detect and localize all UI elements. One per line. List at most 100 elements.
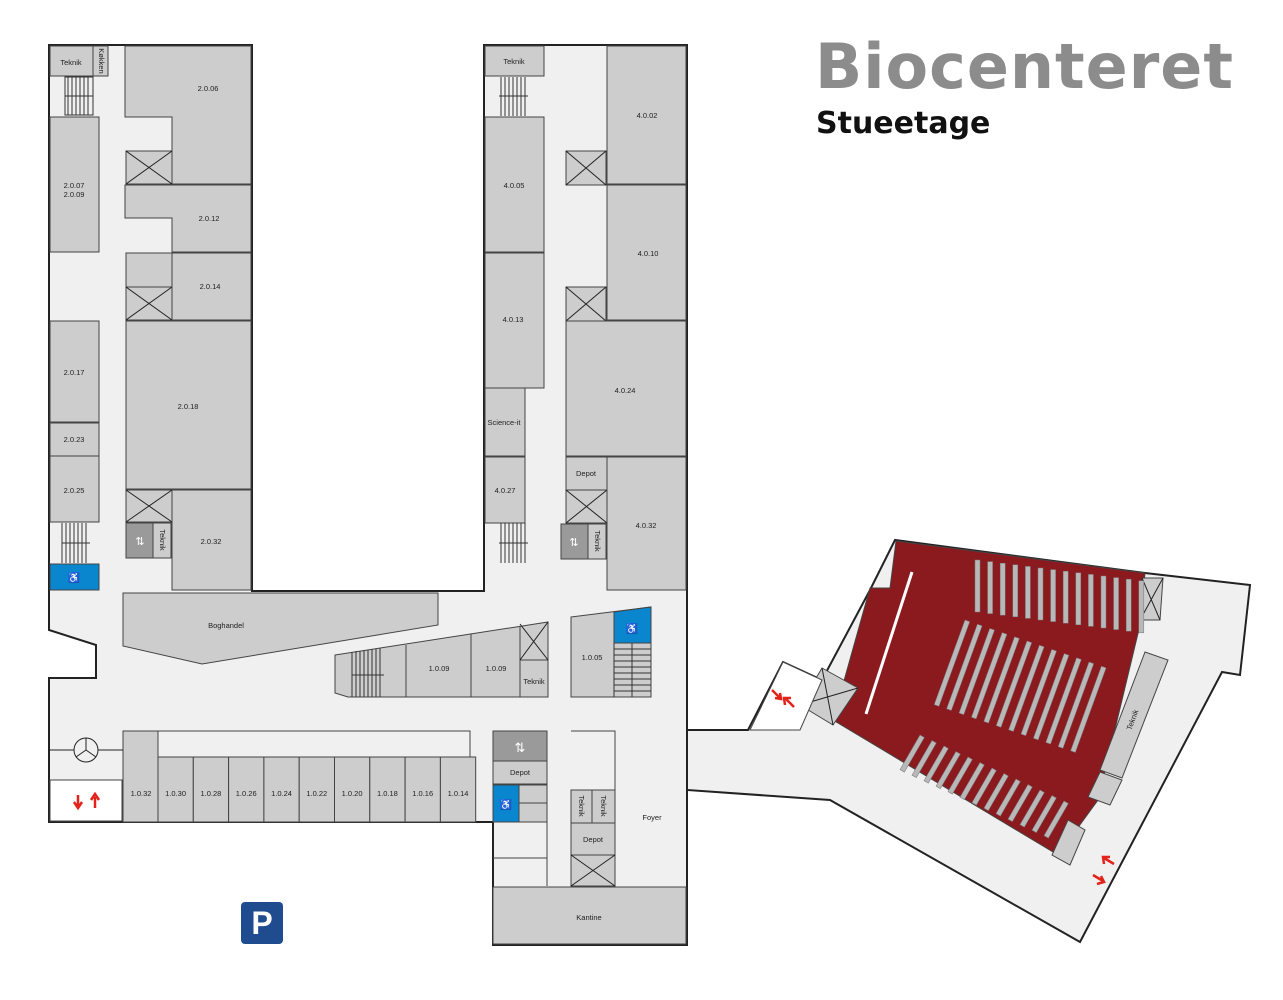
seat-row xyxy=(1019,789,1045,828)
room-label: 4.0.02 xyxy=(637,111,658,120)
seat-row xyxy=(1088,574,1094,627)
room-1-0-32[interactable] xyxy=(122,730,159,823)
seat-row xyxy=(1050,569,1056,622)
parking-icon: P xyxy=(241,902,283,944)
room-teknik[interactable] xyxy=(49,45,94,77)
room-1-0-30[interactable] xyxy=(157,756,194,823)
room-depot[interactable] xyxy=(492,760,548,785)
room-science-it[interactable] xyxy=(484,387,526,457)
room-label: 4.0.13 xyxy=(503,315,524,324)
seat-row xyxy=(1007,784,1033,822)
room-2-0-32[interactable] xyxy=(171,489,252,591)
room-2-0-12[interactable] xyxy=(124,184,252,253)
room-label: 1.0.18 xyxy=(377,789,398,798)
room-4-0-32[interactable] xyxy=(606,456,687,591)
stairs-icon xyxy=(64,76,94,116)
room-small xyxy=(125,252,173,288)
room-label: 1.0.32 xyxy=(131,789,152,798)
room-4-0-05[interactable] xyxy=(484,116,545,253)
room-dividers xyxy=(405,626,548,697)
room-1-0-24[interactable] xyxy=(263,756,300,823)
room-teknik[interactable] xyxy=(587,523,607,560)
shaft-icon xyxy=(125,286,173,321)
stairs-icon xyxy=(499,523,528,563)
room-boghandel[interactable] xyxy=(122,592,439,665)
seat-row xyxy=(958,628,995,716)
seat-row xyxy=(1138,580,1145,634)
seat-row xyxy=(1033,653,1070,741)
shaft xyxy=(1087,771,1123,806)
room-2-0-18[interactable] xyxy=(125,320,252,490)
room-4-0-10[interactable] xyxy=(606,184,687,321)
restroom[interactable] xyxy=(613,606,652,644)
room-teknik[interactable] xyxy=(1099,651,1169,779)
room-label: Teknik xyxy=(599,795,608,817)
room-4-0-27[interactable] xyxy=(484,456,526,524)
room-label: Boghandel xyxy=(208,621,244,630)
shaft-icon xyxy=(125,489,173,523)
corridor xyxy=(122,730,471,758)
room-1-0-22[interactable] xyxy=(298,756,336,823)
room-label: 4.0.32 xyxy=(636,521,657,530)
seat-row xyxy=(1008,644,1045,732)
shaft-icon xyxy=(565,286,607,322)
elevator xyxy=(492,730,548,762)
seat-row xyxy=(974,559,981,613)
room-1-0-14[interactable] xyxy=(439,756,477,823)
shaft-icon xyxy=(565,150,607,186)
room-label: 1.0.14 xyxy=(448,789,469,798)
room-label: 2.0.25 xyxy=(64,486,85,495)
room-1-0-16[interactable] xyxy=(404,756,441,823)
room-4-0-02[interactable] xyxy=(606,45,687,185)
room-label: 2.0.12 xyxy=(199,214,220,223)
room-label: Teknik xyxy=(158,529,167,551)
room-label: 1.0.26 xyxy=(236,789,257,798)
room-teknik[interactable] xyxy=(152,522,172,559)
room-label: 2.0.14 xyxy=(200,282,221,291)
stairs-icon xyxy=(61,523,90,563)
room-1-0-20[interactable] xyxy=(334,756,371,823)
room-label: 1.0.20 xyxy=(342,789,363,798)
foyer-label: Foyer xyxy=(642,813,662,822)
room-kantine[interactable] xyxy=(492,886,687,945)
room-label: 1.0.05 xyxy=(582,653,603,662)
shaft-icon xyxy=(125,150,173,185)
room-label: 4.0.10 xyxy=(638,249,659,258)
elevator-icon: ⇅ xyxy=(569,537,578,549)
restroom-icon: ♿ xyxy=(500,798,512,811)
room-label: Depot xyxy=(576,469,597,478)
seat-row xyxy=(899,734,925,773)
room-4-0-13[interactable] xyxy=(484,252,545,389)
seat-row xyxy=(999,562,1006,616)
room-label: Køkken xyxy=(97,48,106,73)
restroom[interactable] xyxy=(49,563,100,591)
shaft-icon xyxy=(570,854,616,887)
seat-row xyxy=(1113,577,1119,630)
room-2-0-25[interactable] xyxy=(49,455,100,523)
room-1-0-26[interactable] xyxy=(228,756,265,823)
seat-row xyxy=(995,640,1033,728)
middle-wing: Teknik 4.0.05 4.0.13 Science-it 4.0.27 4… xyxy=(484,45,687,591)
room-2-0-07[interactable] xyxy=(49,116,100,253)
room-1-0-28[interactable] xyxy=(192,756,230,823)
room-2-0-14[interactable] xyxy=(171,252,252,321)
seat-row xyxy=(1031,795,1057,833)
room-label: Teknik xyxy=(523,677,545,686)
room-2-0-23[interactable] xyxy=(49,422,100,457)
room-2-0-17[interactable] xyxy=(49,320,100,423)
elevator xyxy=(125,522,154,559)
room-label: 4.0.24 xyxy=(615,386,636,395)
room-4-0-24[interactable] xyxy=(565,320,687,457)
exit-arrows-icon xyxy=(771,689,1115,886)
room-label: 2.0.17 xyxy=(64,368,85,377)
room-depot[interactable] xyxy=(570,822,616,856)
seat-row xyxy=(911,740,937,778)
seat-row xyxy=(923,745,949,784)
room-kokken[interactable] xyxy=(92,45,109,77)
room-teknik[interactable] xyxy=(484,45,545,77)
auditorium-wing: Teknik xyxy=(749,540,1169,886)
restroom-icon: ♿ xyxy=(68,571,80,584)
room-label: 1.0.28 xyxy=(200,789,221,798)
seat-row xyxy=(1057,661,1095,749)
seat-row xyxy=(1025,566,1031,619)
